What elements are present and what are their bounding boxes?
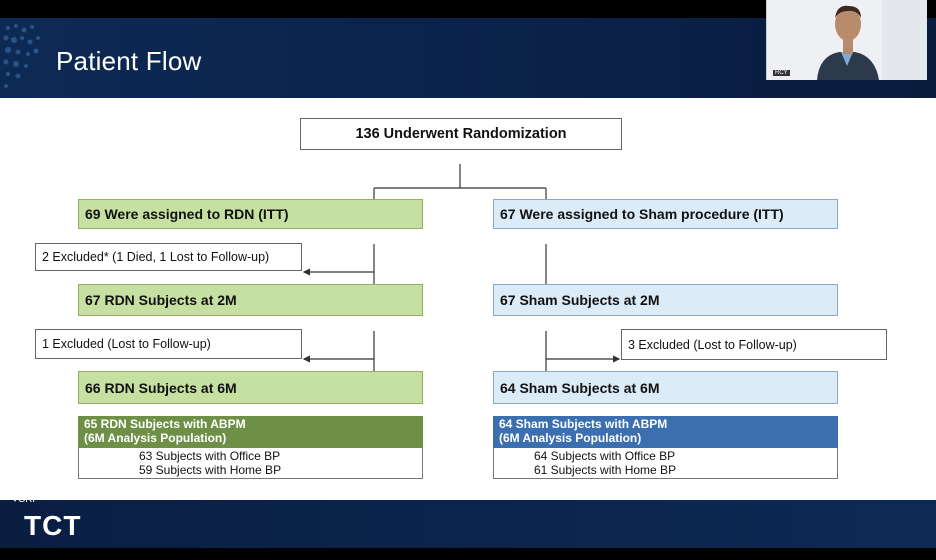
rdn-office-bp: 63 Subjects with Office BP bbox=[139, 449, 281, 463]
rdn-abpm-line1: 65 RDN Subjects with ABPM bbox=[84, 417, 246, 431]
sham-assigned-label: 67 Were assigned to Sham procedure (ITT) bbox=[500, 206, 784, 222]
sham-bp-subjects-box: 64 Subjects with Office BP 61 Subjects w… bbox=[493, 448, 838, 479]
rdn-abpm-line2: (6M Analysis Population) bbox=[84, 431, 227, 445]
sham-home-bp: 61 Subjects with Home BP bbox=[534, 463, 677, 477]
sham-6m-label: 64 Sham Subjects at 6M bbox=[500, 379, 660, 396]
crf-heart-icon: ♥ bbox=[12, 494, 18, 505]
slide-title: Patient Flow bbox=[56, 46, 202, 76]
sham-2m-box: 67 Sham Subjects at 2M bbox=[493, 284, 838, 316]
presenter-video-icon bbox=[767, 0, 927, 80]
rdn-home-bp: 59 Subjects with Home BP bbox=[139, 463, 282, 477]
sham-excluded-6m-label: 3 Excluded (Lost to Follow-up) bbox=[628, 337, 797, 352]
rdn-excluded-6m-label: 1 Excluded (Lost to Follow-up) bbox=[42, 337, 211, 351]
randomization-box: 136 Underwent Randomization bbox=[300, 118, 622, 150]
rdn-bp-subjects-box: 63 Subjects with Office BP 59 Subjects w… bbox=[78, 448, 423, 479]
rdn-excluded-2m-label: 2 Excluded* (1 Died, 1 Lost to Follow-up… bbox=[42, 250, 270, 264]
sham-abpm-line1: 64 Sham Subjects with ABPM bbox=[499, 417, 668, 431]
slide: Patient Flow bbox=[0, 18, 936, 548]
presenter-webcam: RCY bbox=[766, 0, 927, 80]
sham-6m-box: 64 Sham Subjects at 6M bbox=[493, 371, 838, 404]
tct-logo: TCT bbox=[24, 510, 82, 541]
rdn-abpm-header: 65 RDN Subjects with ABPM (6M Analysis P… bbox=[78, 416, 423, 448]
camera-tag: RCY bbox=[773, 70, 790, 76]
sham-assigned-box: 67 Were assigned to Sham procedure (ITT) bbox=[493, 199, 838, 229]
crf-text: CRF bbox=[17, 494, 39, 505]
decorative-dots-icon bbox=[3, 24, 40, 88]
rdn-assigned-box: 69 Were assigned to RDN (ITT) bbox=[78, 199, 423, 229]
rdn-6m-label: 66 RDN Subjects at 6M bbox=[85, 379, 237, 396]
crf-logo: ♥CRF bbox=[12, 494, 72, 512]
sham-excluded-6m-box: 3 Excluded (Lost to Follow-up) bbox=[621, 329, 887, 360]
rdn-2m-label: 67 RDN Subjects at 2M bbox=[85, 292, 237, 308]
randomization-label: 136 Underwent Randomization bbox=[355, 126, 567, 142]
rdn-excluded-2m-box: 2 Excluded* (1 Died, 1 Lost to Follow-up… bbox=[35, 243, 302, 271]
sham-office-bp: 64 Subjects with Office BP bbox=[534, 449, 676, 463]
rdn-2m-box: 67 RDN Subjects at 2M bbox=[78, 284, 423, 316]
slide-footer bbox=[0, 500, 936, 548]
rdn-6m-box: 66 RDN Subjects at 6M bbox=[78, 371, 423, 404]
sham-abpm-line2: (6M Analysis Population) bbox=[499, 431, 642, 445]
sham-2m-label: 67 Sham Subjects at 2M bbox=[500, 292, 660, 308]
sham-abpm-header: 64 Sham Subjects with ABPM (6M Analysis … bbox=[493, 416, 838, 448]
rdn-excluded-6m-box: 1 Excluded (Lost to Follow-up) bbox=[35, 329, 302, 359]
rdn-assigned-label: 69 Were assigned to RDN (ITT) bbox=[85, 206, 289, 222]
